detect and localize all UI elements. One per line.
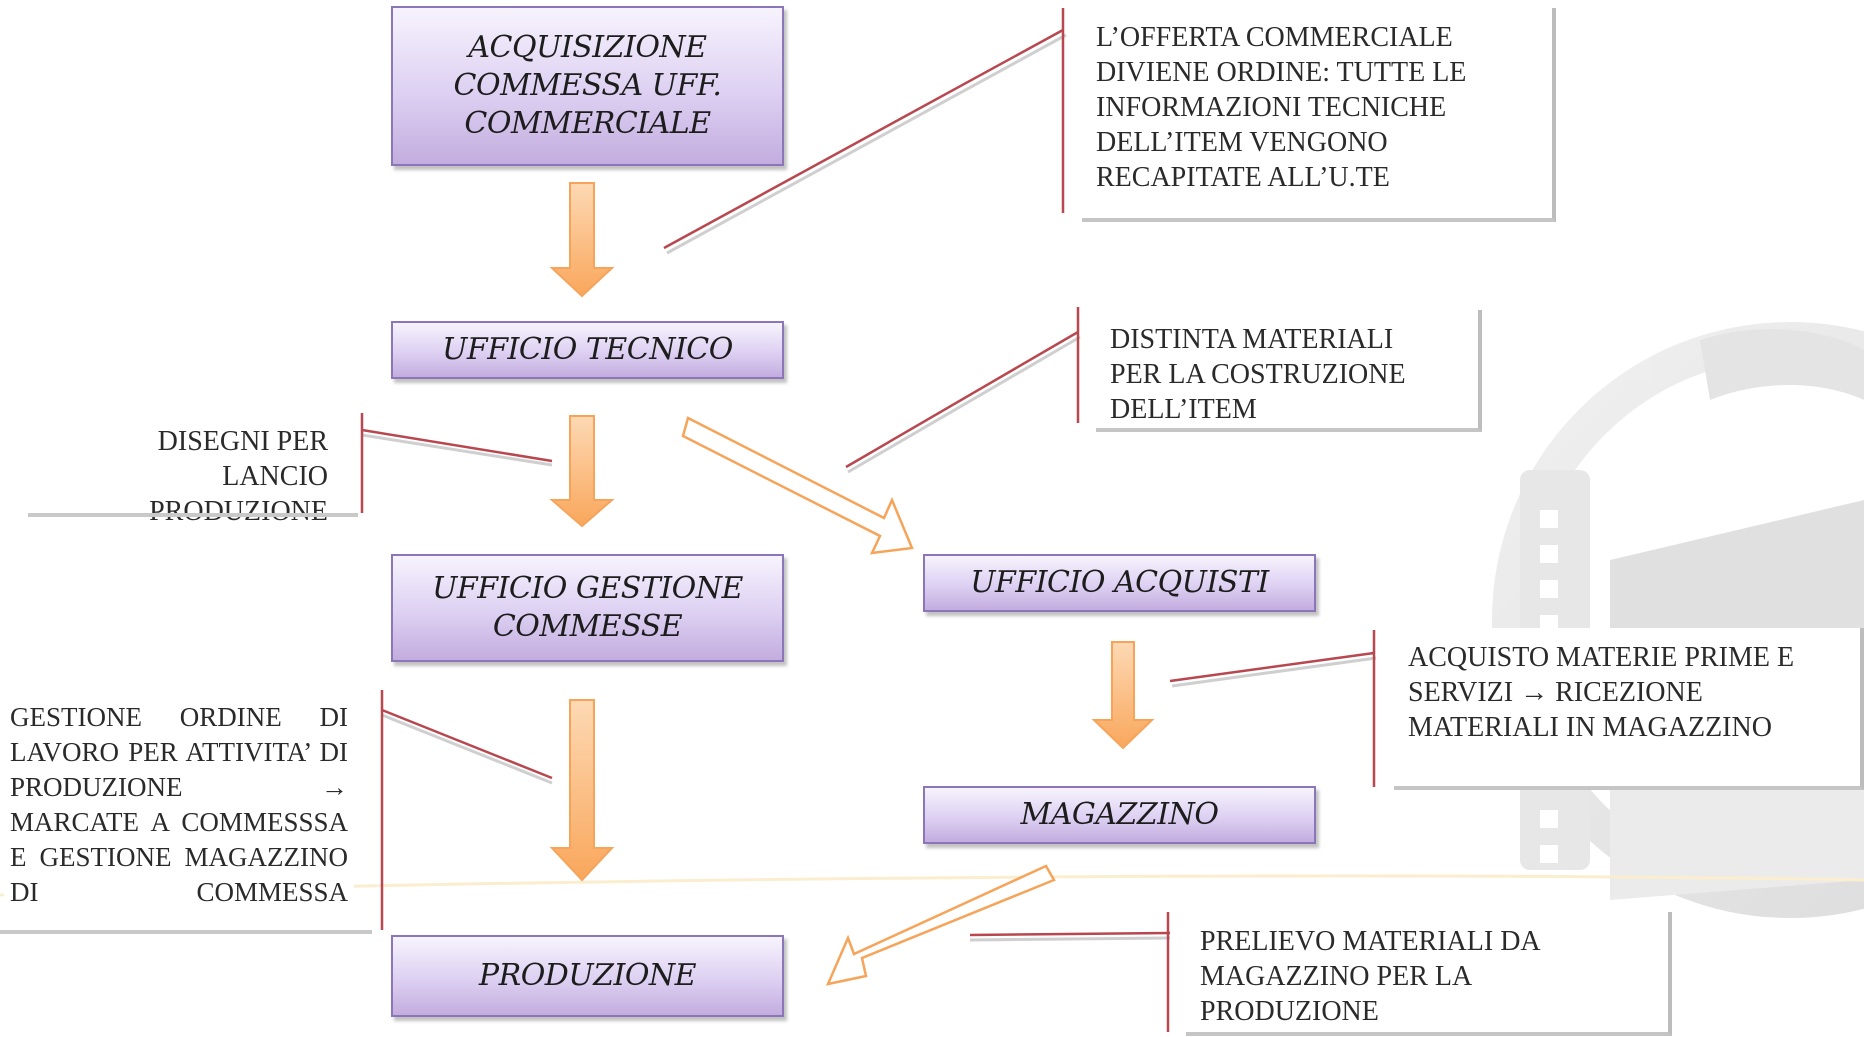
arrow-tecnico-to-acquisti — [681, 416, 914, 555]
note-gestione-ordine-shadow — [0, 930, 372, 934]
note-disegni-produzione: DISEGNI PER LANCIO PRODUZIONE — [92, 418, 336, 528]
arrow-magazzino-to-produzione — [825, 864, 1056, 986]
note-distinta-materiali: DISTINTA MATERIALI PER LA COSTRUZIONE DE… — [1096, 310, 1482, 432]
box-ufficio-tecnico: UFFICIO TECNICO — [391, 321, 784, 379]
note-disegni-shadow — [28, 513, 358, 517]
callout-bars — [360, 8, 1376, 1032]
watermark-logo — [1492, 322, 1864, 918]
box-acquisizione-commessa: ACQUISIZIONE COMMESSA UFF. COMMERCIALE — [391, 6, 784, 166]
note-prelievo-materiali: PRELIEVO MATERIALI DA MAGAZZINO PER LA P… — [1186, 912, 1672, 1036]
box-ufficio-acquisti: UFFICIO ACQUISTI — [923, 554, 1316, 612]
box-magazzino: MAGAZZINO — [923, 786, 1316, 844]
box-ufficio-gestione-commesse: UFFICIO GESTIONE COMMESSE — [391, 554, 784, 662]
note-offerta-commerciale: L’OFFERTA COMMERCIALE DIVIENE ORDINE: TU… — [1082, 8, 1556, 222]
note-acquisto-materie: ACQUISTO MATERIE PRIME E SERVIZI → RICEZ… — [1394, 628, 1864, 790]
arrow-acquisizione-to-tecnico — [549, 182, 615, 298]
arrow-tecnico-to-gestione — [549, 415, 615, 528]
note-gestione-ordine: GESTIONE ORDINE DI LAVORO PER ATTIVITA’ … — [4, 700, 354, 1022]
arrow-acquisti-to-magazzino — [1091, 641, 1155, 750]
callout-connectors — [361, 28, 1377, 942]
box-produzione: PRODUZIONE — [391, 935, 784, 1017]
arrow-gestione-to-produzione — [549, 699, 615, 882]
